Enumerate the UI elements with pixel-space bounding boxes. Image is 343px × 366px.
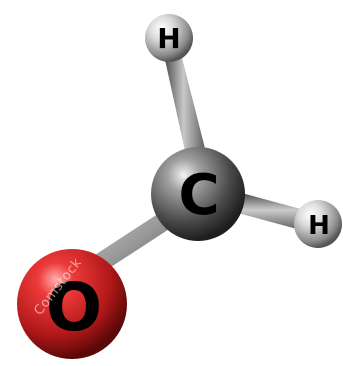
- bond-c-h2: [234, 192, 312, 232]
- hydrogen-atom-top: H: [145, 14, 193, 62]
- hydrogen-right-label: H: [308, 211, 330, 241]
- hydrogen-top-label: H: [157, 22, 180, 55]
- carbon-label: C: [178, 163, 219, 228]
- carbon-atom: C: [151, 147, 245, 241]
- oxygen-atom: O: [17, 249, 127, 359]
- oxygen-label: O: [46, 269, 102, 346]
- bond-c-h1: [162, 42, 210, 174]
- hydrogen-atom-right: H: [294, 200, 342, 248]
